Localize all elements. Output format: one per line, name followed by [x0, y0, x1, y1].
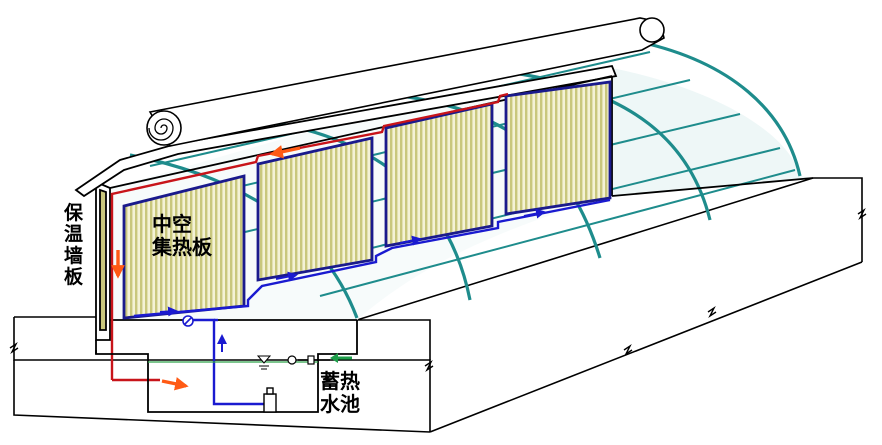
collector-panel-2 [256, 136, 374, 282]
pipe-valve [182, 315, 194, 327]
rolled-blanket [146, 17, 665, 147]
collector-panel-label: 中空 集热板 [152, 212, 212, 259]
flow-arrows-hot [111, 145, 301, 391]
flow-arrows-cold [159, 208, 546, 352]
inlet-pipe [287, 353, 352, 365]
insulation-wall-label: 保 温 墙 板 [64, 202, 84, 288]
north-wall [74, 64, 814, 341]
collector-panel-3 [384, 102, 494, 248]
pump-icon [263, 387, 277, 413]
ground-block [13, 177, 863, 433]
storage-tank-label: 蓄热 水池 [320, 369, 360, 416]
break-marks [9, 207, 867, 373]
collector-panel-4 [504, 80, 612, 216]
water-tank [95, 320, 358, 413]
collector-panels [122, 80, 612, 320]
